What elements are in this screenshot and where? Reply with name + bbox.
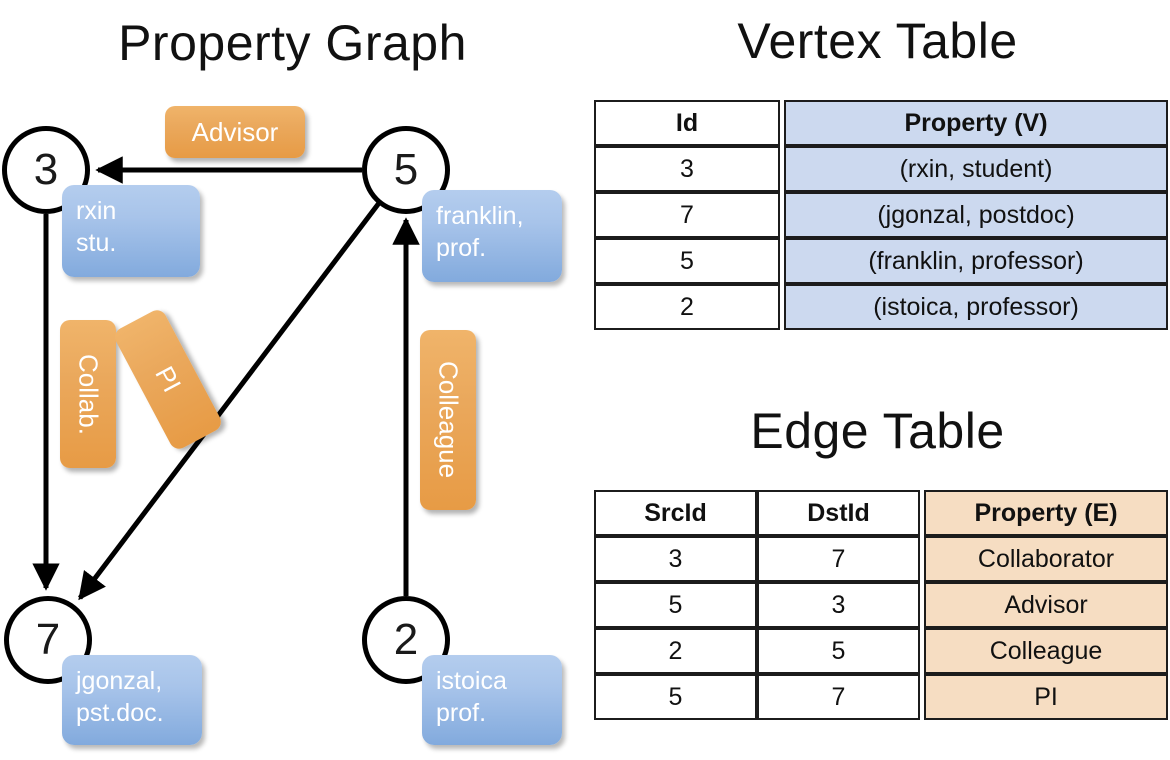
node-property-rxin-line1: rxin	[76, 197, 117, 225]
graph-node-5-label: 5	[393, 145, 419, 194]
node-property-box-istoica: istoica prof.	[422, 655, 562, 745]
vertex-table-cell-property: (istoica, professor)	[784, 284, 1168, 330]
table-row: 5 3	[594, 582, 920, 628]
table-row: (franklin, professor)	[784, 238, 1168, 284]
table-row: (rxin, student)	[784, 146, 1168, 192]
table-row: Collaborator	[924, 536, 1168, 582]
vertex-table-cell-property: (jgonzal, postdoc)	[784, 192, 1168, 238]
edge-table-property-column: Property (E) Collaborator Advisor Collea…	[924, 490, 1168, 720]
node-property-jgonzal-line1: jgonzal,	[76, 667, 163, 695]
vertex-table-header-id: Id	[594, 100, 780, 146]
table-row: (istoica, professor)	[784, 284, 1168, 330]
edge-table-cell-dstid: 7	[757, 674, 920, 720]
page-title-vertex-table: Vertex Table	[737, 13, 1018, 69]
table-header-row: Id	[594, 100, 780, 146]
graph-node-2[interactable]: 2	[362, 596, 450, 684]
edge-table-src-dst-columns: SrcId DstId 3 7 5 3 2 5 5 7	[594, 490, 920, 720]
table-row: 7	[594, 192, 780, 238]
edge-label-pi-text: PI	[149, 361, 188, 398]
edge-label-advisor-text: Advisor	[191, 116, 279, 147]
edge-table-cell-srcid: 3	[594, 536, 757, 582]
edge-label-collab: Collab.	[60, 320, 116, 468]
edge-table-cell-srcid: 5	[594, 582, 757, 628]
node-property-franklin-line2: prof.	[436, 234, 487, 262]
edge-table-cell-property: Colleague	[924, 628, 1168, 674]
edge-table-header-srcid: SrcId	[594, 490, 757, 536]
vertex-table-cell-id: 2	[594, 284, 780, 330]
edge-table-cell-srcid: 2	[594, 628, 757, 674]
node-property-rxin-line2: stu.	[76, 229, 117, 257]
table-row: 3 7	[594, 536, 920, 582]
vertex-table-id-column: Id 3 7 5 2	[594, 100, 780, 330]
table-row: 5 7	[594, 674, 920, 720]
graph-edge-5-to-7	[78, 201, 381, 601]
table-header-row: Property (V)	[784, 100, 1168, 146]
page-title-property-graph: Property Graph	[118, 15, 467, 71]
graph-edges-svg	[32, 156, 420, 601]
graph-node-7-label: 7	[35, 615, 61, 664]
node-property-istoica-line2: prof.	[436, 699, 487, 727]
graph-node-3-label: 3	[33, 145, 59, 194]
vertex-table-cell-property: (rxin, student)	[784, 146, 1168, 192]
vertex-table-cell-property: (franklin, professor)	[784, 238, 1168, 284]
edge-table-cell-srcid: 5	[594, 674, 757, 720]
edge-label-colleague-text: Colleague	[433, 361, 464, 479]
edge-table-cell-property: Collaborator	[924, 536, 1168, 582]
edge-label-colleague: Colleague	[420, 330, 476, 510]
table-header-row: SrcId DstId	[594, 490, 920, 536]
table-row: (jgonzal, postdoc)	[784, 192, 1168, 238]
vertex-table-cell-id: 5	[594, 238, 780, 284]
edge-label-collab-text: Collab.	[73, 353, 104, 435]
graph-node-2-label: 2	[393, 615, 419, 664]
edge-table-cell-property: Advisor	[924, 582, 1168, 628]
edge-table-cell-dstid: 5	[757, 628, 920, 674]
vertex-table-cell-id: 7	[594, 192, 780, 238]
vertex-table-header-property: Property (V)	[784, 100, 1168, 146]
page-title-edge-table: Edge Table	[750, 403, 1005, 459]
property-graph-diagram: 3 5 7 2 rxin stu. franklin, prof. jgonza…	[2, 106, 562, 745]
table-row: 3	[594, 146, 780, 192]
node-property-box-jgonzal: jgonzal, pst.doc.	[62, 655, 202, 745]
table-row: Colleague	[924, 628, 1168, 674]
node-property-franklin-line1: franklin,	[436, 202, 524, 230]
table-row: 2	[594, 284, 780, 330]
table-row: Advisor	[924, 582, 1168, 628]
table-header-row: Property (E)	[924, 490, 1168, 536]
edge-table-cell-dstid: 3	[757, 582, 920, 628]
table-row: PI	[924, 674, 1168, 720]
edge-table-cell-property: PI	[924, 674, 1168, 720]
edge-table-header-property: Property (E)	[924, 490, 1168, 536]
edge-table-header-dstid: DstId	[757, 490, 920, 536]
node-property-istoica-line1: istoica	[436, 667, 507, 695]
edge-label-advisor: Advisor	[165, 106, 305, 158]
graph-node-5[interactable]: 5	[362, 126, 450, 214]
vertex-table-property-column: Property (V) (rxin, student) (jgonzal, p…	[784, 100, 1168, 330]
node-property-jgonzal-line2: pst.doc.	[76, 699, 164, 727]
node-property-box-rxin: rxin stu.	[62, 185, 200, 277]
vertex-table-cell-id: 3	[594, 146, 780, 192]
node-property-box-franklin: franklin, prof.	[422, 190, 562, 282]
table-row: 5	[594, 238, 780, 284]
edge-table-cell-dstid: 7	[757, 536, 920, 582]
table-row: 2 5	[594, 628, 920, 674]
